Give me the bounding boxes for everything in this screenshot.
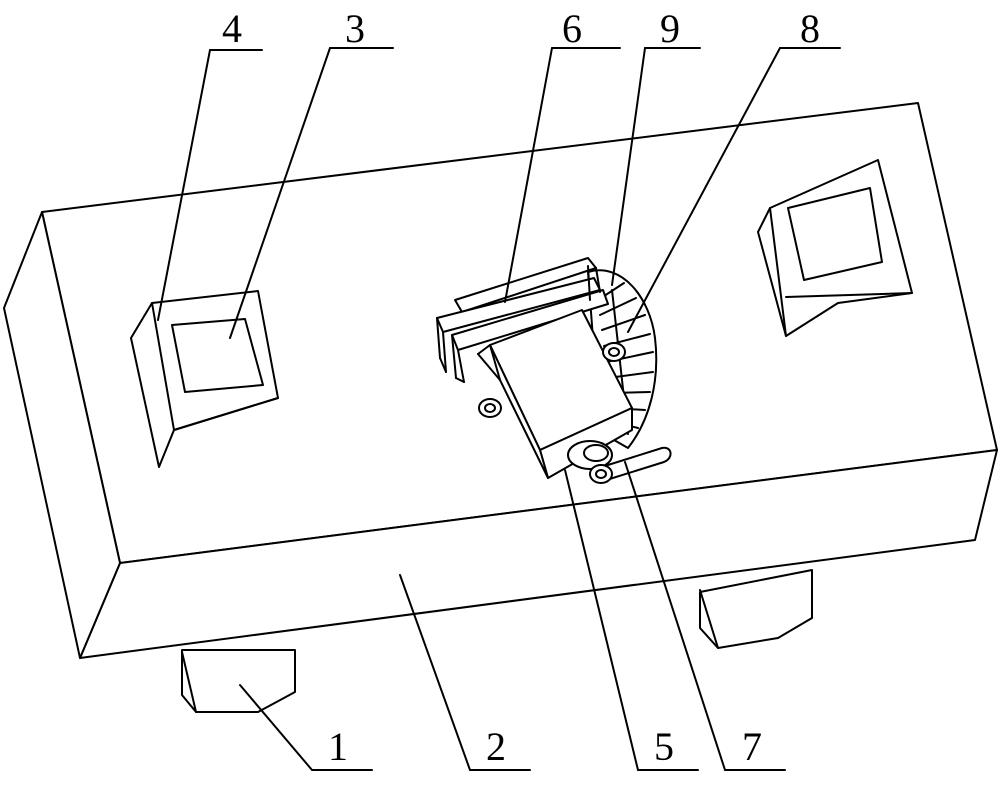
- callout-6: 6: [562, 6, 582, 51]
- callout-3: 3: [345, 6, 365, 51]
- right-socket-square-hole: [787, 187, 883, 281]
- bolt-right: [602, 342, 626, 362]
- callout-1: 1: [328, 724, 348, 769]
- drive-housing-side: [489, 344, 549, 479]
- right-socket: [757, 159, 913, 337]
- callout-5: 5: [654, 724, 674, 769]
- callout-9: 9: [660, 6, 680, 51]
- leg-front-left: [181, 649, 296, 713]
- main-block-side-face: [3, 211, 121, 659]
- bolt-left: [478, 398, 502, 418]
- left-socket-square-hole: [171, 318, 264, 393]
- callout-7: 7: [742, 724, 762, 769]
- left-socket: [130, 290, 279, 468]
- crank-linkage: [567, 440, 672, 484]
- callout-2: 2: [486, 724, 506, 769]
- clamp-plates: [436, 257, 609, 383]
- callout-4: 4: [222, 6, 242, 51]
- leg-back-right: [699, 569, 813, 649]
- leader-lines: [157, 47, 841, 771]
- callout-8: 8: [800, 6, 820, 51]
- central-mechanism: [436, 257, 672, 484]
- callouts: 4 3 6 9 8 1 2 5 7: [222, 6, 820, 769]
- clamp-plate-lower: [451, 289, 609, 351]
